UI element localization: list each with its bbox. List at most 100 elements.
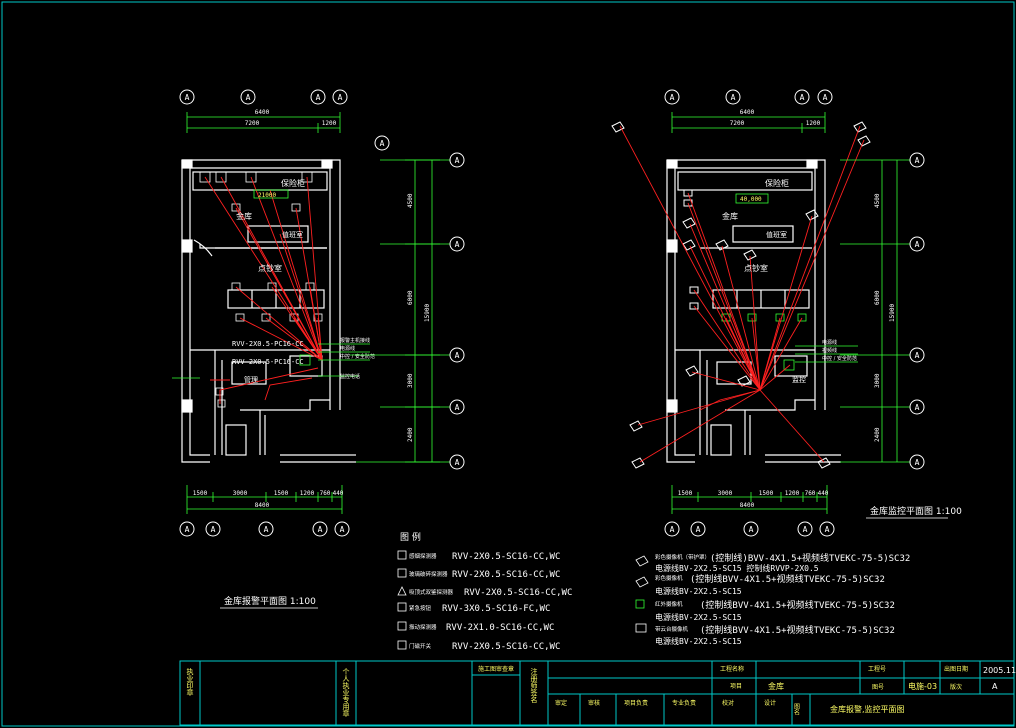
axis-bubble — [690, 521, 706, 537]
axis-bubble — [240, 89, 256, 105]
dim-bottom: 3000 — [718, 490, 733, 497]
approval-label: 施工图审查章 — [478, 665, 514, 673]
dome-camera-icon — [683, 189, 693, 197]
axis-bubble — [312, 521, 328, 537]
glass-break-icon — [291, 203, 301, 212]
legend-item-name: 门磁开关 — [409, 642, 432, 650]
dim-bottom: 1500 — [678, 490, 693, 497]
dim-bottom: 760 — [805, 490, 816, 497]
room-label-safe: 保险柜 — [281, 178, 305, 188]
camera-legend-name: 红外摄像机 — [655, 600, 683, 608]
axis-bubble — [258, 521, 274, 537]
legend-item-name: 感烟探测器 — [409, 552, 437, 560]
dim-side: 4500 — [874, 193, 881, 208]
dome-camera-icon — [682, 239, 696, 251]
monitor-icon — [775, 313, 785, 322]
axis-bubble — [909, 347, 925, 363]
ptz-camera-icon — [635, 599, 645, 609]
room-label-counting: 点钞室 — [258, 263, 282, 273]
dim-bottom: 1200 — [300, 490, 315, 497]
door-contact-icon — [215, 387, 224, 396]
axis-bubble — [449, 347, 465, 363]
legend-item-name: 紧急按钮 — [409, 604, 432, 612]
axis-label: A — [823, 93, 828, 102]
project-no-label: 工程号 — [868, 665, 886, 673]
axis-label: A — [915, 351, 920, 360]
date-label: 出图日期 — [944, 665, 968, 673]
dim-side: 6000 — [407, 290, 414, 305]
axis-bubble — [449, 236, 465, 252]
dimension-lines-bottom — [671, 485, 828, 514]
camera-legend-spec: (控制线BVV-4X1.5+视频线TVEKC-75-5)SC32 — [700, 624, 895, 636]
axis-label: A — [455, 351, 460, 360]
side-note: 报警主机接线 — [340, 337, 370, 344]
dim-bottom: 1200 — [785, 490, 800, 497]
side-note: 视频线 — [822, 347, 837, 354]
dome-camera-icon — [715, 239, 729, 251]
legend-item-spec: RVV-3X0.5-SC16-FC,WC — [442, 604, 550, 614]
smoke-detector-icon — [397, 550, 407, 560]
side-note: 监控电话 — [340, 373, 360, 380]
axis-label: A — [800, 93, 805, 102]
monitoring-floor-plan: A A A A 6400 7200 1200 — [611, 89, 962, 537]
dome-camera-icon — [689, 286, 699, 294]
dim-bottom: 440 — [818, 490, 829, 497]
note-value: 40,000 — [740, 196, 762, 203]
axis-bubble — [664, 89, 680, 105]
axis-label: A — [915, 458, 920, 467]
dim-total: 6400 — [740, 109, 755, 116]
axis-bubble — [664, 521, 680, 537]
sign-label: 项目负责 — [624, 699, 648, 707]
sign-label: 专业负责 — [672, 699, 696, 707]
note-value: 21000 — [258, 192, 276, 199]
dim-bottom: 760 — [320, 490, 331, 497]
camera-legend-name: 彩色摄像机（带护罩） — [655, 553, 710, 561]
monitor-icon — [783, 359, 795, 371]
dim-span: 7200 — [730, 120, 745, 127]
drawing-name-label: 图名 — [793, 703, 800, 716]
room-label-vault: 金库 — [722, 211, 738, 221]
version-value: A — [992, 682, 998, 691]
axis-label: A — [670, 525, 675, 534]
room-label-keeper: 管理 — [244, 375, 258, 384]
axis-bubble — [179, 89, 195, 105]
alarm-floor-plan: A A A A 6400 7200 1200 — [172, 89, 465, 609]
drawing-no-value: 电施-03 — [908, 681, 937, 691]
cameras — [611, 121, 871, 469]
dim-side-total: 15900 — [424, 304, 431, 322]
fixed-camera-icon — [857, 135, 871, 147]
sign-label: 校对 — [722, 699, 734, 707]
ptz-camera-icon — [737, 375, 751, 387]
dimension-lines-top — [671, 112, 826, 133]
camera-legend-spec: (控制线)BVV-4X1.5+视频线TVEKC-75-5)SC32 — [710, 552, 910, 564]
axis-label: A — [316, 93, 321, 102]
axis-bubbles-top-left — [179, 89, 348, 105]
axis-bubble — [743, 521, 759, 537]
sign-label: 审定 — [555, 699, 567, 707]
glass-break-icon — [397, 568, 407, 578]
dome-camera-icon — [743, 249, 757, 261]
legend-item-name: 振动探测器 — [409, 623, 437, 631]
axis-bubble — [332, 89, 348, 105]
axis-bubble — [374, 135, 390, 151]
dim-span: 1200 — [806, 120, 821, 127]
room-label-keeper: 监控 — [792, 375, 806, 384]
axis-label: A — [318, 525, 323, 534]
axis-bubble — [797, 521, 813, 537]
monitor-icon — [635, 623, 647, 633]
room-label-duty: 值班室 — [766, 230, 787, 239]
legend-title: 图 例 — [400, 531, 421, 543]
axis-label: A — [915, 403, 920, 412]
dimension-lines-side — [840, 159, 910, 463]
axis-bubble — [205, 521, 221, 537]
side-note: 电源线 — [340, 345, 355, 352]
axis-label: A — [915, 240, 920, 249]
dim-bottom: 1500 — [759, 490, 774, 497]
dim-side: 6000 — [874, 290, 881, 305]
dim-bottom: 3000 — [233, 490, 248, 497]
dimension-lines-side — [350, 159, 450, 463]
plan-title: 金库监控平面图 1:100 — [870, 505, 962, 517]
axis-label: A — [749, 525, 754, 534]
axis-label: A — [338, 93, 343, 102]
sign-label: 审核 — [588, 699, 600, 707]
